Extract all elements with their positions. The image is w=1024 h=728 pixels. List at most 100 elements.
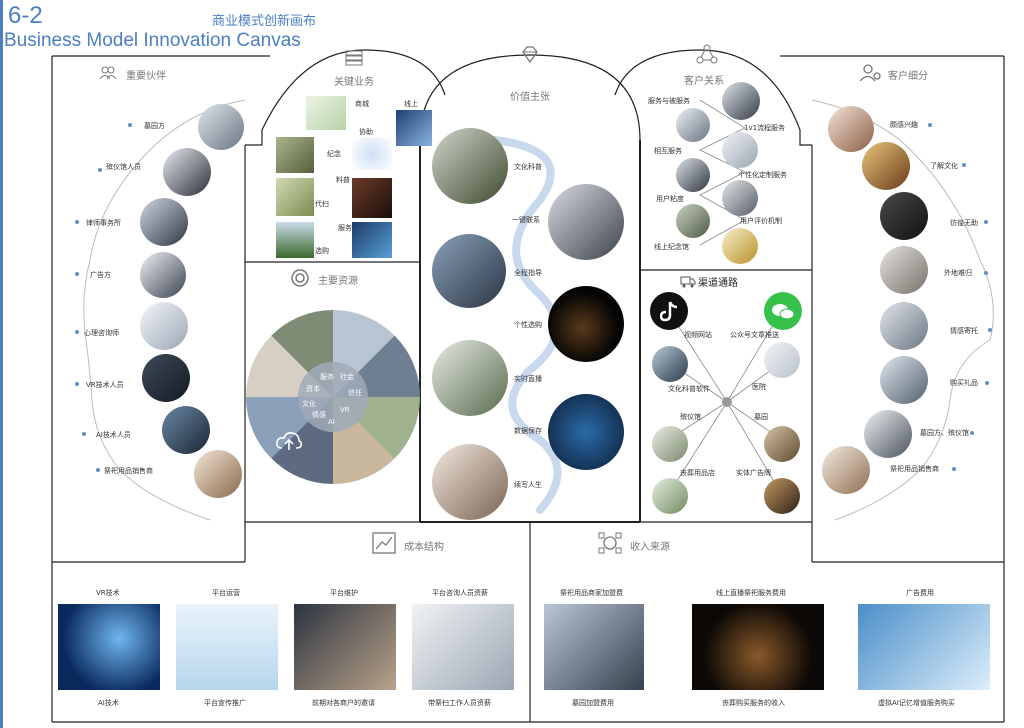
partner-dot (128, 123, 132, 127)
activity-label: 选购 (315, 247, 329, 255)
value-label: 文化科普 (514, 163, 542, 171)
relation-photo (722, 82, 760, 120)
segment-photo (880, 356, 928, 404)
partner-photo (142, 354, 190, 402)
value-label: 续写人生 (514, 481, 542, 489)
channel-label: 医院 (752, 383, 766, 391)
activity-label: 代扫 (315, 200, 329, 208)
resource-label: 信任 (348, 389, 362, 397)
segment-dot (985, 381, 989, 385)
resource-label: VR (340, 406, 350, 414)
partner-dot (75, 330, 79, 334)
activity-image (396, 110, 432, 146)
relation-label: 用户粘度 (656, 195, 684, 203)
users-icon (100, 66, 116, 80)
revenue-image (858, 604, 990, 690)
tiktok-note-icon (660, 301, 678, 322)
segment-dot (984, 271, 988, 275)
channels-title: 渠道通路 (698, 278, 738, 289)
value-label: 全程指导 (514, 269, 542, 277)
resource-label: 文化 (302, 400, 316, 408)
value-label: 实时直播 (514, 375, 542, 383)
relation-photo (676, 108, 710, 142)
partner-dot (75, 220, 79, 224)
activity-image (276, 178, 314, 216)
relation-label: 用户评价机制 (740, 217, 782, 225)
value-label: 一键联系 (512, 216, 540, 224)
left-accent-bar (0, 0, 3, 728)
cost-label-top: 平台运营 (212, 589, 240, 597)
revenue-label-bottom: 虚拟AI记忆增值服务购买 (878, 699, 955, 707)
relation-photo (676, 204, 710, 238)
partner-dot (75, 272, 79, 276)
segment-dot (952, 467, 956, 471)
channel-label: 公众号文章推送 (730, 331, 779, 339)
activity-image (352, 178, 392, 218)
partner-label: 律师事务所 (86, 219, 121, 227)
cost-label-top: 平台咨询人员资薪 (432, 589, 488, 597)
partner-photo (162, 406, 210, 454)
truck-icon (680, 276, 696, 288)
segment-label: 墓园方、殡仪馆 (920, 429, 969, 437)
segment-dot (984, 220, 988, 224)
channel-label: 墓园 (754, 413, 768, 421)
activity-label: 协助 (359, 128, 373, 136)
relation-label: 线上纪念馆 (654, 243, 689, 251)
activities-title: 关键业务 (334, 77, 374, 88)
value-photo (548, 184, 624, 260)
partner-photo (140, 252, 186, 298)
segment-label: 颇感兴趣 (890, 121, 918, 129)
channel-photo (764, 426, 800, 462)
channel-photo (764, 342, 800, 378)
wechat-bubble-icon (772, 304, 795, 320)
segment-label: 外地难归 (944, 269, 972, 277)
activity-image (306, 96, 346, 130)
segment-photo (862, 142, 910, 190)
cost-label-top: VR技术 (96, 589, 120, 597)
activity-image (352, 222, 392, 258)
channel-label: 殡仪馆 (680, 413, 701, 421)
resource-label: 资本 (306, 385, 320, 393)
network-icon (696, 44, 718, 64)
value-photo (432, 234, 506, 308)
segment-photo (880, 192, 928, 240)
network-people-image (352, 138, 392, 170)
cost-title: 成本结构 (404, 542, 444, 553)
resource-label: 社会 (340, 373, 354, 381)
revenue-label-top: 线上直播祭祀服务费用 (716, 589, 786, 597)
segment-photo (880, 246, 928, 294)
channel-label: 视频网站 (684, 331, 712, 339)
segment-photo (880, 302, 928, 350)
segment-label: 情感寄托 (950, 327, 978, 335)
resource-label: 服务 (320, 373, 334, 381)
segment-label: 彷徨无助 (950, 219, 978, 227)
revenue-title: 收入来源 (630, 542, 670, 553)
revenue-icon (598, 532, 622, 554)
activity-image (276, 222, 314, 258)
value-photo (432, 444, 508, 520)
channel-label: 实体广告牌 (736, 469, 771, 477)
relation-label: 相互服务 (654, 147, 682, 155)
partner-label: VR技术人员 (86, 381, 124, 389)
relation-photo (722, 228, 758, 264)
cost-image (412, 604, 514, 690)
page-title-zh: 商业模式创新画布 (212, 14, 317, 29)
value-label: 数据保存 (514, 427, 542, 435)
relation-label: 个性化定制服务 (738, 171, 787, 179)
resource-label: 情感 (312, 411, 326, 419)
segment-photo (828, 106, 874, 152)
cost-label-bottom: AI技术 (98, 699, 119, 707)
value-photo (548, 394, 624, 470)
resource-label: AI (328, 418, 335, 426)
partner-dot (98, 168, 102, 172)
cost-image (294, 604, 396, 690)
channel-photo (652, 478, 688, 514)
partner-photo (194, 450, 242, 498)
partner-photo (140, 198, 188, 246)
activity-image (276, 137, 314, 173)
diamond-icon (522, 46, 538, 64)
resources-title: 主要资源 (318, 276, 358, 287)
activity-label: 商城 (355, 100, 369, 108)
cost-label-bottom: 前期对各商户的邀请 (312, 699, 375, 707)
